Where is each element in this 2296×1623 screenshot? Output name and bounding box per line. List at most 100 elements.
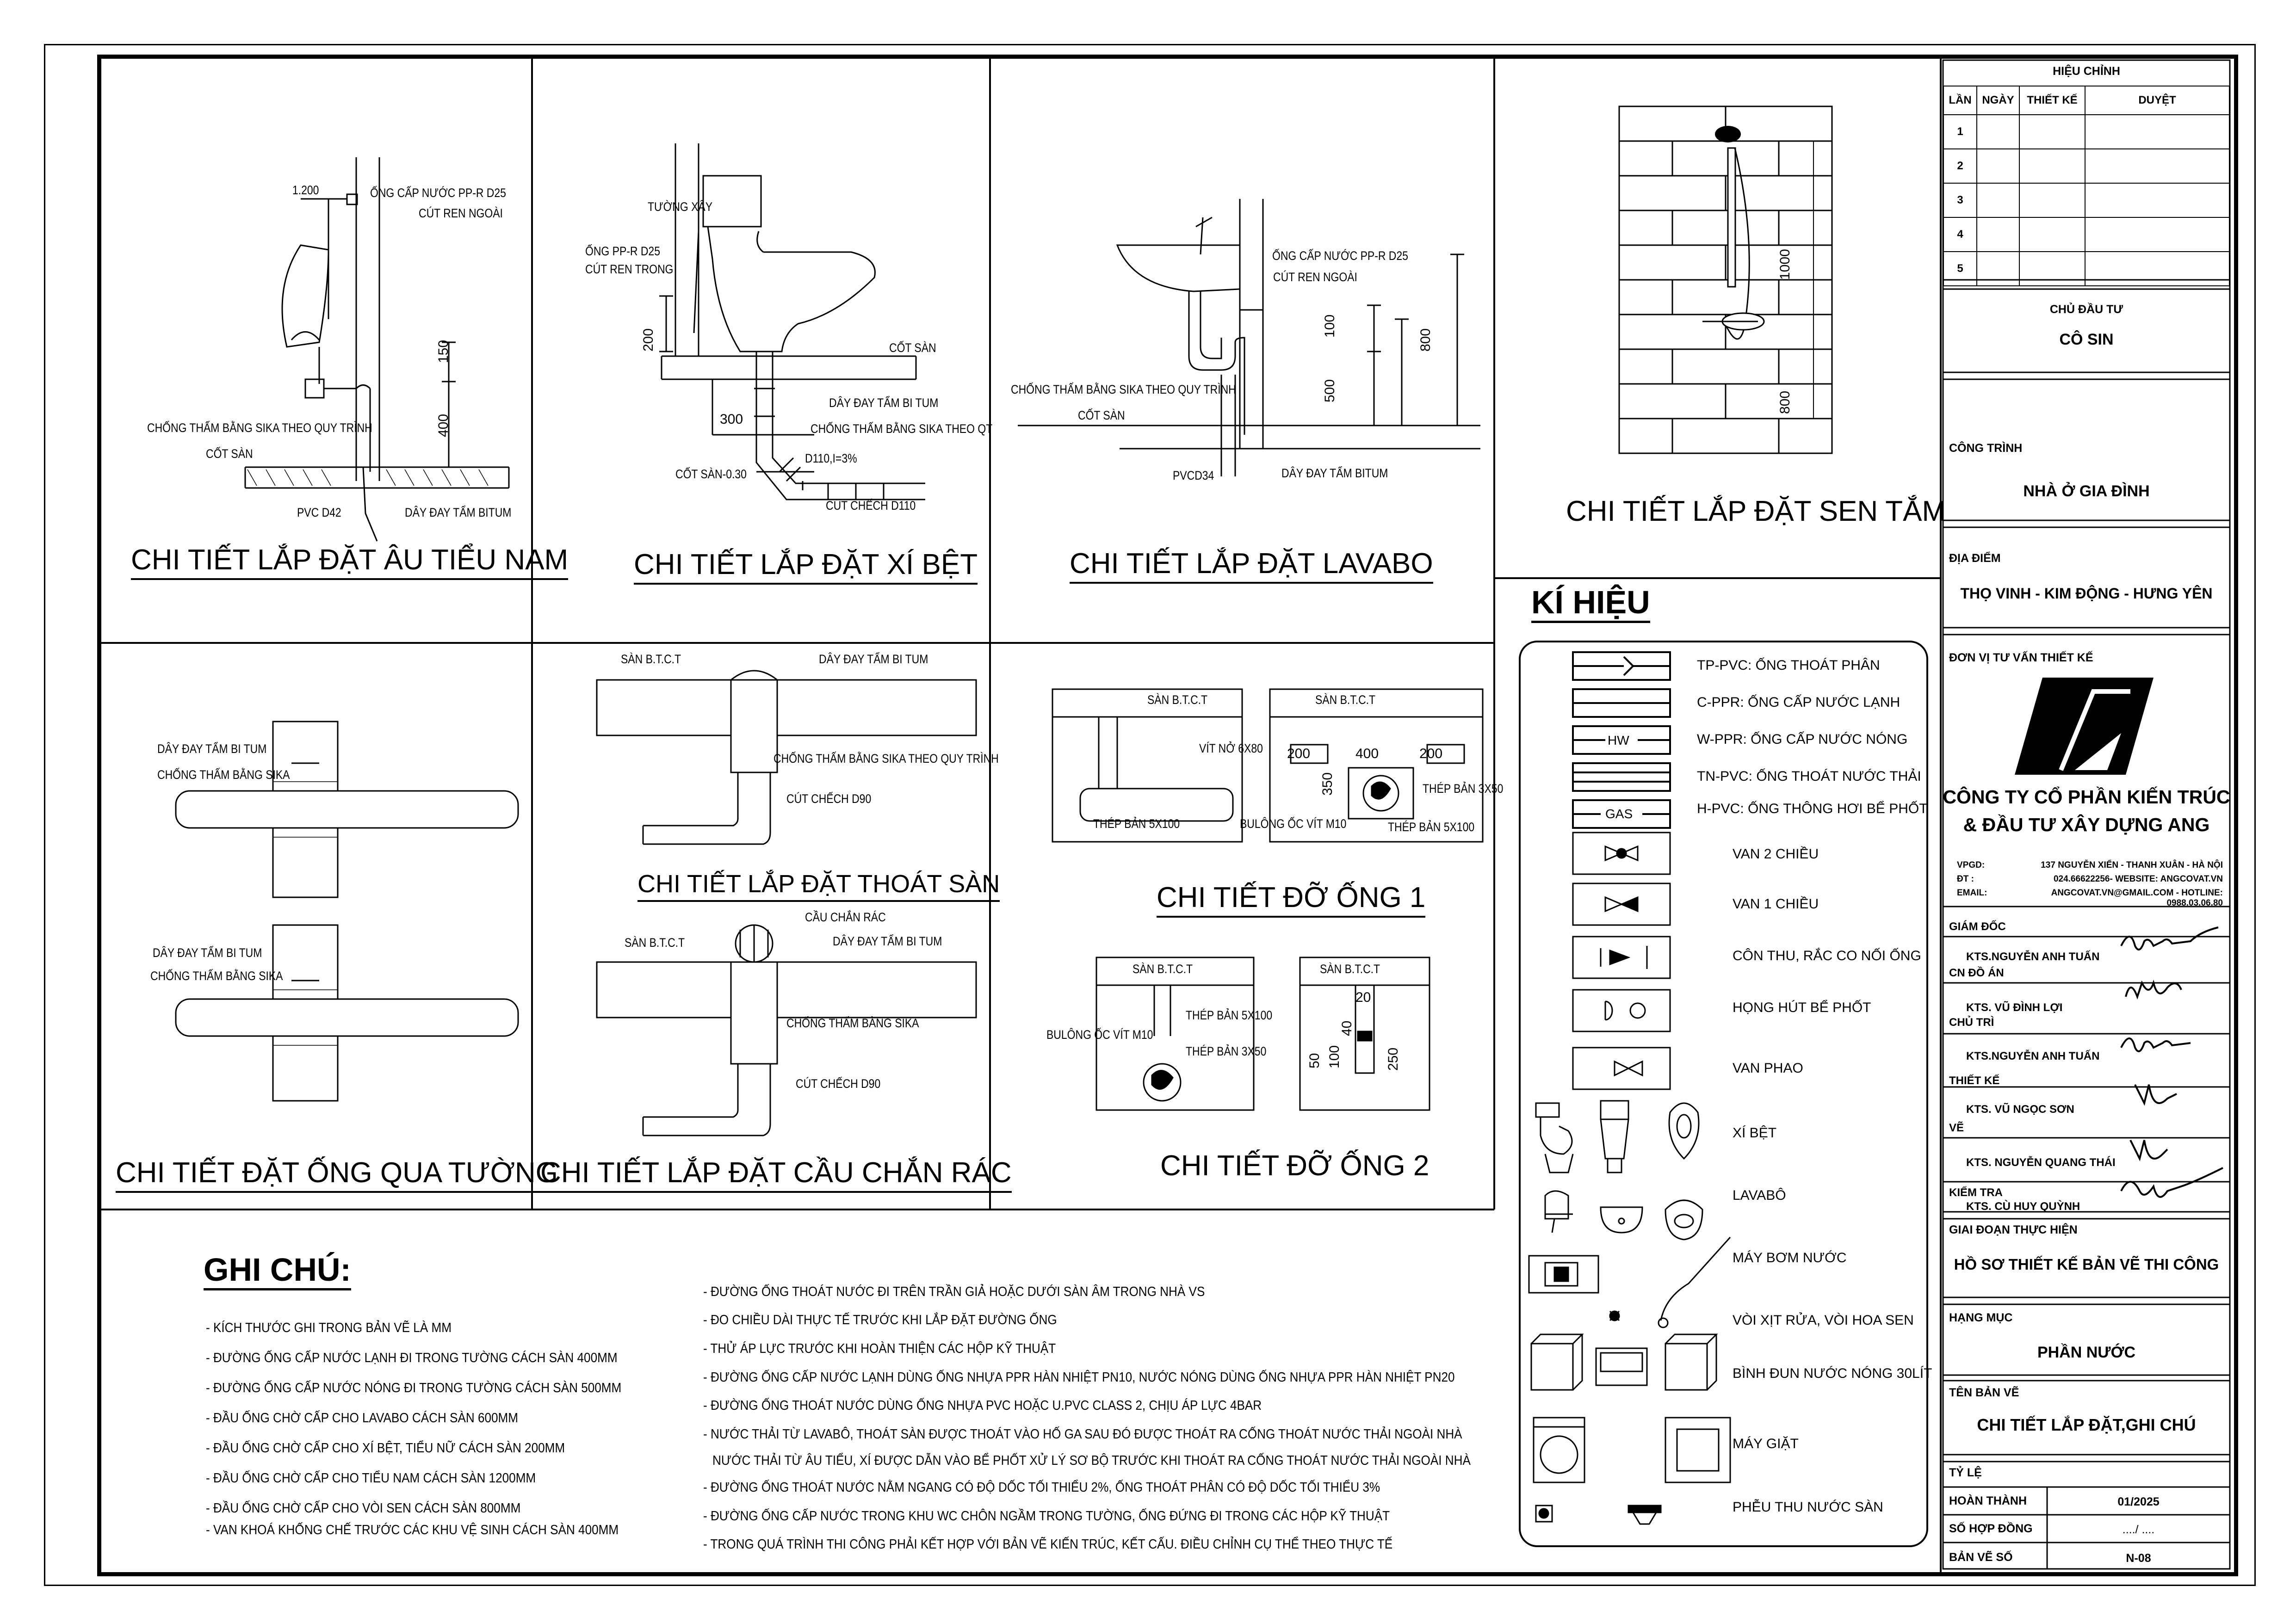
legend-line-h-pvc: H-PVC: ỐNG THÔNG HƠI BỂ PHỐT [1697, 801, 1928, 816]
phase-label: GIAI ĐOẠN THỰC HIỆN [1949, 1223, 2078, 1236]
trash-cap-detail-title: CHI TIẾT LẮP ĐẶT CẦU CHẮN RÁC [540, 1156, 1012, 1193]
support2-steel1-label: THÉP BẢN 5X100 [1186, 1008, 1273, 1022]
wall-pipe-waterproof-label-1: CHỐNG THẤM BẰNG SIKA [157, 768, 290, 782]
revision-row-5: 5 [1943, 251, 1977, 286]
urinal-bitumen-label: DÂY ĐAY TẨM BITUM [405, 506, 512, 519]
pipe-support-2-title: CHI TIẾT ĐỠ ỐNG 2 [1160, 1150, 1430, 1182]
staff-name-4: KTS. VŨ NGỌC SƠN [1966, 1103, 2074, 1116]
pipe-support-1-title: CHI TIẾT ĐỠ ỐNG 1 [1157, 881, 1426, 918]
location-value: THỌ VINH - KIM ĐỘNG - HƯNG YÊN [1960, 585, 2213, 602]
note-right-2: - ĐO CHIỀU DÀI THỰC TẾ TRƯỚC KHI LẮP ĐẶT… [703, 1313, 1057, 1327]
urinal-pvc-label: PVC D42 [297, 506, 341, 519]
lavabo-floor-label: CỐT SÀN [1078, 408, 1125, 422]
staff-name-2: KTS. VŨ ĐÌNH LỢI [1966, 1001, 2063, 1014]
legend-item-1way-valve: VAN 1 CHIỀU [1733, 896, 1819, 912]
urinal-dim-top: 1.200 [292, 183, 319, 197]
revision-title: HIỆU CHỈNH [2053, 65, 2120, 78]
support1-steel1-label: THÉP BẢN 5X100 [1093, 817, 1180, 831]
support1-slab-label: SÀN B.T.C.T [1147, 693, 1208, 707]
support1-screw-label: VÍT NỞ 6X80 [1199, 741, 1263, 755]
note-left-3: - ĐƯỜNG ỐNG CẤP NƯỚC NÓNG ĐI TRONG TƯỜNG… [206, 1381, 622, 1395]
support1-bolt-label: BULÔNG ỐC VÍT M10 [1240, 817, 1347, 831]
investor-value: CÔ SIN [2059, 331, 2114, 348]
legend-gas-tag: GAS [1605, 807, 1633, 821]
toilet-bitumen-label: DÂY ĐAY TẨM BI TUM [829, 396, 939, 410]
toilet-waterproof-label: CHỐNG THẤM BẰNG SIKA THEO QT [811, 422, 993, 436]
toilet-elbow-label: CÚT CHẾCH D110 [826, 499, 916, 512]
urinal-dim-150: 150 [436, 339, 451, 363]
note-left-2: - ĐƯỜNG ỐNG CẤP NƯỚC LẠNH ĐI TRONG TƯỜNG… [206, 1351, 618, 1365]
consultant-name-1: CÔNG TY CỔ PHẦN KIẾN TRÚC [1943, 786, 2230, 808]
staff-role-3: CHỦ TRÌ [1949, 1016, 1994, 1029]
floor-drain-elbow-label: CÚT CHẾCH D90 [786, 792, 872, 806]
support2-dim-4: 100 [1327, 1045, 1342, 1068]
legend-item-faucet-shower: VÒI XỊT RỬA, VÒI HOA SEN [1733, 1313, 1914, 1328]
trash-cap-slab-label: SÀN B.T.C.T [625, 936, 685, 950]
revision-header-time: LẦN [1943, 86, 1977, 115]
contract-value: ..../ .... [2122, 1523, 2155, 1536]
sheet-name-label: TÊN BẢN VẼ [1949, 1386, 2019, 1399]
shower-detail-title: CHI TIẾT LẮP ĐẶT SEN TẮM [1566, 495, 1946, 527]
lavabo-dim-500: 500 [1322, 379, 1337, 402]
category-label: HẠNG MỤC [1949, 1311, 2013, 1324]
urinal-fitting-label: CÚT REN NGOÀI [419, 206, 503, 220]
lavabo-bitumen-label: DÂY ĐAY TẨM BITUM [1281, 466, 1388, 480]
wall-pipe-drawing [176, 722, 518, 1101]
legend-item-reducer: CÔN THU, RẮC CO NỐI ỐNG [1733, 948, 1921, 963]
legend-line-w-ppr: W-PPR: ỐNG CẤP NƯỚC NÓNG [1697, 732, 1908, 747]
sheet-inner-border [97, 55, 2238, 1576]
contact-val-3: ANGCOVAT.VN@GMAIL.COM - HOTLINE: 0988.03… [2051, 888, 2223, 908]
staff-role-1: GIÁM ĐỐC [1949, 920, 2006, 933]
staff-role-2: CN ĐỒ ÁN [1949, 967, 2004, 979]
note-right-1: - ĐƯỜNG ỐNG THOÁT NƯỚC ĐI TRÊN TRẦN GIẢ … [703, 1284, 1205, 1299]
project-value: NHÀ Ở GIA ĐÌNH [2023, 482, 2150, 500]
note-left-4: - ĐẦU ỐNG CHỜ CẤP CHO LAVABO CÁCH SÀN 60… [206, 1411, 519, 1426]
signatures [2117, 909, 2228, 1210]
legend-valve-symbols [1573, 833, 1675, 1101]
support1-dim-1: 200 [1287, 746, 1311, 761]
shower-dim-800: 800 [1777, 390, 1793, 414]
revision-row-3: 3 [1943, 183, 1977, 218]
legend-title: KÍ HIỆU [1531, 584, 1650, 623]
support1-slab2-label: SÀN B.T.C.T [1315, 693, 1376, 707]
urinal-pipe-label: ỐNG CẤP NƯỚC PP-R D25 [370, 186, 506, 200]
wall-pipe-waterproof-label-2: CHỐNG THẤM BẰNG SIKA [150, 969, 283, 983]
lavabo-fitting-label: CÚT REN NGOÀI [1273, 270, 1357, 284]
shower-drawing [1619, 106, 1841, 458]
urinal-floor-label: CỐT SÀN [206, 447, 253, 461]
title-block: HIỆU CHỈNH LẦN NGÀY THIẾT KẾ DUYỆT 1 2 3… [1941, 58, 2232, 1573]
legend-line-tn-pvc: TN-PVC: ỐNG THOÁT NƯỚC THẢI [1697, 769, 1921, 784]
note-left-5: - ĐẦU ỐNG CHỜ CẤP CHO XÍ BỆT, TIỂU NỮ CÁ… [206, 1441, 565, 1456]
sheet-no-label: BẢN VẼ SỐ [1949, 1551, 2013, 1564]
staff-role-4: THIẾT KẾ [1949, 1074, 2000, 1087]
contact-val-2: 024.66622256- WEBSITE: ANGCOVAT.VN [2053, 874, 2223, 884]
contact-key-1: VPGD: [1957, 860, 1985, 870]
title-block-lines [1941, 58, 2232, 1573]
note-right-10: - TRONG QUÁ TRÌNH THI CÔNG PHẢI KẾT HỢP … [703, 1537, 1393, 1552]
staff-name-1: KTS.NGUYỄN ANH TUẤN [1966, 950, 2100, 963]
sheet-name-value: CHI TIẾT LẮP ĐẶT,GHI CHÚ [1977, 1415, 2196, 1434]
project-label: CÔNG TRÌNH [1949, 442, 2023, 455]
support1-steel3-label: THÉP BẢN 5X100 [1388, 820, 1475, 834]
support2-dim-1: 20 [1355, 990, 1371, 1005]
trash-cap-bitumen-label: DÂY ĐAY TẨM BI TUM [833, 934, 942, 948]
consultant-name-2: & ĐẦU TƯ XÂY DỰNG ANG [1963, 814, 2210, 835]
trash-cap-waterproof-label: CHỐNG THẤM BẰNG SIKA [786, 1016, 919, 1030]
note-right-3: - THỬ ÁP LỰC TRƯỚC KHI HOÀN THIỆN CÁC HỘ… [703, 1341, 1056, 1356]
legend-item-water-heater: BÌNH ĐUN NƯỚC NÓNG 30LÍT [1733, 1366, 1932, 1381]
shower-dim-1000: 1000 [1777, 249, 1793, 280]
trash-cap-label: CẦU CHẮN RÁC [805, 910, 886, 924]
support2-slab2-label: SÀN B.T.C.T [1320, 962, 1380, 976]
pipe-support-2-drawing [1096, 957, 1430, 1115]
legend-item-water-pump: MÁY BƠM NƯỚC [1733, 1250, 1847, 1265]
staff-name-5: KTS. NGUYỄN QUANG THÁI [1966, 1156, 2116, 1169]
legend-item-lavabo: LAVABÔ [1733, 1188, 1786, 1203]
legend-line-c-ppr: C-PPR: ỐNG CẤP NƯỚC LẠNH [1697, 695, 1900, 710]
note-right-6: - NƯỚC THẢI TỪ LAVABÔ, THOÁT SÀN ĐƯỢC TH… [703, 1427, 1462, 1442]
location-label: ĐỊA ĐIỂM [1949, 552, 2001, 565]
urinal-drawing [153, 148, 523, 541]
support2-steel2-label: THÉP BẢN 3X50 [1186, 1044, 1267, 1058]
legend-line-symbols [1573, 648, 1675, 833]
toilet-floor-label: CỐT SÀN [889, 341, 936, 355]
